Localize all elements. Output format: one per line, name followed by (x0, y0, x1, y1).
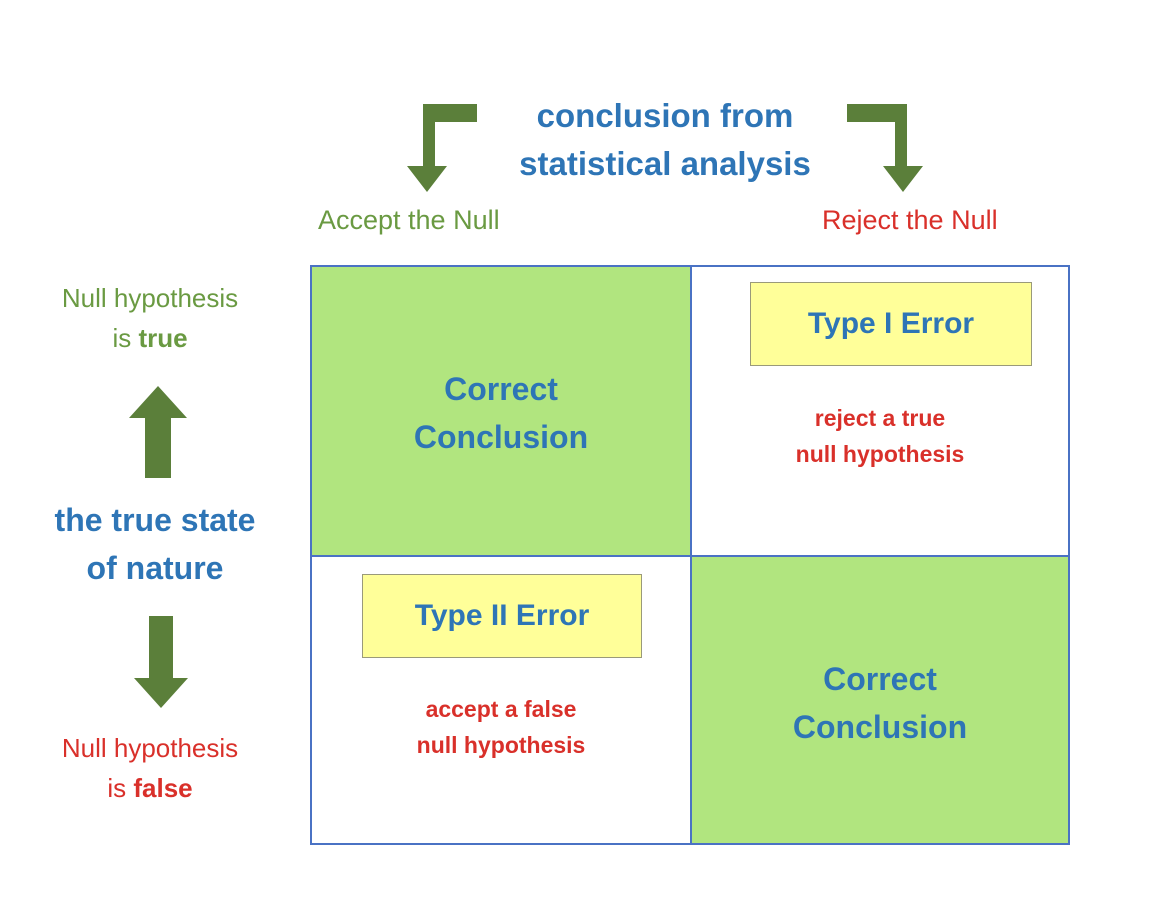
correct-conclusion-text: Correct Conclusion (692, 655, 1068, 751)
column-axis-title-line1: conclusion from (536, 97, 794, 134)
row-label-true-word: true (138, 323, 188, 353)
type-i-desc-line1: reject a true (814, 405, 946, 431)
cell-true-accept: Correct Conclusion (310, 265, 692, 557)
row-axis-title: the true state of nature (20, 496, 290, 592)
row-label-null-false: Null hypothesis is false (20, 728, 280, 808)
column-label-accept: Accept the Null (318, 205, 500, 235)
column-axis-title: conclusion from statistical analysis (470, 92, 860, 188)
row-label-null-false-line1: Null hypothesis (61, 733, 239, 763)
correct-conclusion-line1: Correct (444, 371, 558, 407)
type-i-desc-line2: null hypothesis (795, 441, 965, 467)
decision-matrix: Correct Conclusion Type I Error reject a… (310, 265, 1070, 845)
row-label-null-true-line2: is true (20, 318, 280, 358)
type-i-error-label: Type I Error (750, 282, 1032, 366)
cell-false-reject: Correct Conclusion (690, 555, 1070, 845)
correct-conclusion-line2: Conclusion (413, 419, 589, 455)
row-axis-title-line2: of nature (86, 550, 224, 586)
cell-false-accept: Type II Error accept a false null hypoth… (310, 555, 692, 845)
cell-true-reject: Type I Error reject a true null hypothes… (690, 265, 1070, 557)
row-label-false-word: false (133, 773, 193, 803)
type-i-error-description: reject a true null hypothesis (692, 400, 1068, 472)
bent-arrow-down-right-icon (847, 104, 923, 192)
correct-conclusion-text: Correct Conclusion (312, 365, 690, 461)
correct-conclusion-line1: Correct (823, 661, 937, 697)
bent-arrow-down-left-icon (407, 104, 477, 192)
arrow-up-icon (129, 386, 187, 478)
row-label-null-true: Null hypothesis is true (20, 278, 280, 358)
type-ii-error-description: accept a false null hypothesis (312, 691, 690, 763)
row-label-null-true-line1: Null hypothesis (61, 283, 239, 313)
row-label-null-false-line2: is false (20, 768, 280, 808)
column-axis-title-line2: statistical analysis (519, 145, 811, 182)
row-label-false-prefix: is (107, 773, 134, 803)
row-axis-title-line1: the true state (54, 502, 256, 538)
type-ii-error-label: Type II Error (362, 574, 642, 658)
type-ii-desc-line1: accept a false (425, 696, 577, 722)
correct-conclusion-line2: Conclusion (792, 709, 968, 745)
column-label-reject: Reject the Null (822, 205, 998, 235)
arrow-down-icon (134, 616, 188, 708)
row-label-true-prefix: is (112, 323, 139, 353)
type-ii-desc-line2: null hypothesis (416, 732, 586, 758)
